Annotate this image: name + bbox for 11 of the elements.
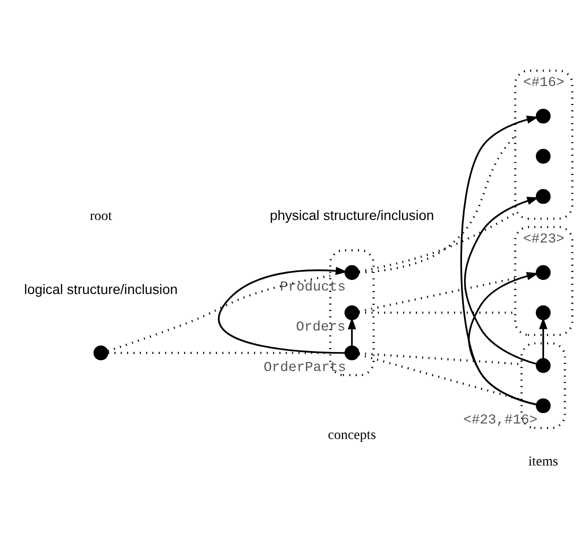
node-label: Products bbox=[280, 280, 346, 295]
label: items bbox=[528, 452, 558, 468]
label: concepts bbox=[328, 426, 376, 442]
node-label: <#23> bbox=[523, 232, 564, 247]
label: physical structure/inclusion bbox=[270, 208, 434, 223]
label: logical structure/inclusion bbox=[24, 282, 178, 297]
node-label: <#16> bbox=[523, 75, 564, 90]
node-label: <#23,#16> bbox=[463, 413, 538, 428]
node-label: Orders bbox=[296, 320, 346, 336]
label: root bbox=[90, 208, 112, 223]
node-label: OrderParts bbox=[264, 360, 346, 376]
